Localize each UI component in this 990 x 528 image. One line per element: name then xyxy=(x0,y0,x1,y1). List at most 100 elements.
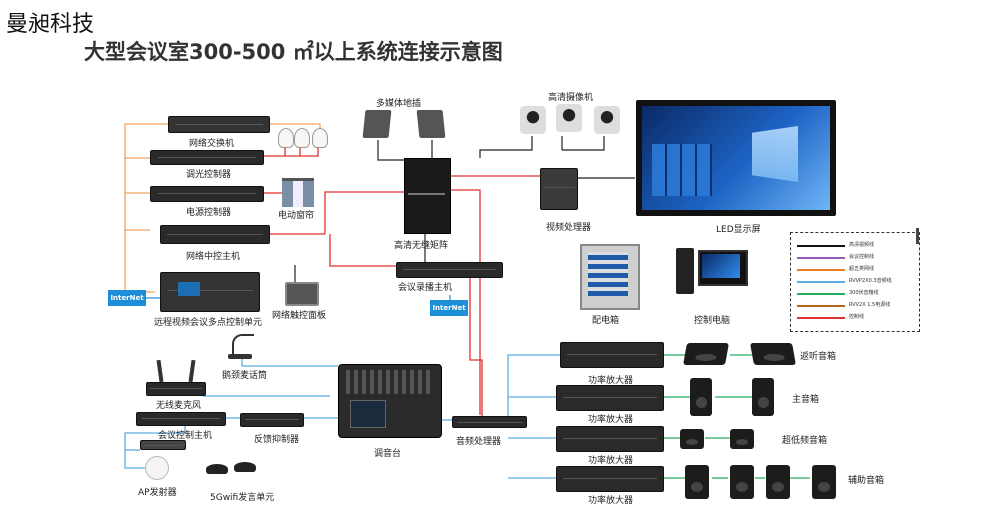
legend-swatch xyxy=(797,305,845,307)
amplifier-4-label: 功率放大器 xyxy=(588,496,634,506)
scrollbar-stub xyxy=(916,228,919,244)
recording-host-device xyxy=(396,262,503,278)
mixer-knobs xyxy=(346,370,434,394)
audio-lines xyxy=(124,354,560,479)
gooseneck-mic-label: 鹅颈麦话筒 xyxy=(222,371,268,381)
monitor-speaker-icon xyxy=(683,343,729,365)
amplifier-4-device xyxy=(556,466,664,492)
legend-text: 高清视频线 xyxy=(849,242,875,248)
subwoofer-icon xyxy=(680,429,704,449)
floor-box-icon xyxy=(416,110,446,138)
video-mcu-device xyxy=(160,272,260,312)
touch-panel-device xyxy=(285,282,319,306)
distribution-box-inner xyxy=(588,252,628,296)
control-pc-label: 控制电脑 xyxy=(694,316,731,326)
gooseneck-mic-icon xyxy=(232,334,254,358)
audio-processor-label: 音频处理器 xyxy=(456,437,502,447)
bulb-icon xyxy=(294,128,310,148)
legend-swatch xyxy=(797,281,845,283)
aux-speaker-icon xyxy=(766,465,790,499)
hd-matrix-device xyxy=(404,158,451,234)
page-title: 大型会议室300-500 ㎡以上系统连接示意图 xyxy=(84,40,503,64)
central-control-label: 网络中控主机 xyxy=(186,252,241,262)
video-mcu-label: 远程视频会议多点控制单元 xyxy=(154,318,263,328)
camera-icon xyxy=(594,106,620,134)
legend-text: RVV2X 1.5电源线 xyxy=(849,302,891,308)
curtain-label: 电动窗帘 xyxy=(278,211,315,221)
curtain-icon xyxy=(282,178,314,207)
monitor-speakers-label: 返听音箱 xyxy=(800,352,837,362)
legend-text: 300伏音箱线 xyxy=(849,290,879,296)
amplifier-3-device xyxy=(556,426,664,452)
aux-speaker-icon xyxy=(685,465,709,499)
internet-badge-left: InterNet xyxy=(108,290,146,306)
legend-row: RVVP2X0.3音频线 xyxy=(797,277,913,285)
hd-matrix-label: 高清无缝矩阵 xyxy=(394,241,449,251)
pc-monitor-screen xyxy=(702,254,740,278)
power-controller-device xyxy=(150,186,264,202)
recording-host-label: 会议录播主机 xyxy=(398,283,453,293)
led-screen-label: LED显示屏 xyxy=(716,225,761,235)
hd-cameras-label: 高清摄像机 xyxy=(548,93,594,103)
camera-icon xyxy=(556,104,582,132)
video-processor-label: 视频处理器 xyxy=(546,223,592,233)
amplifier-1-label: 功率放大器 xyxy=(588,376,634,386)
amplifier-2-label: 功率放大器 xyxy=(588,415,634,425)
speaker-lines xyxy=(662,354,810,479)
company-name: 曼昶科技 xyxy=(6,12,95,37)
legend-row: 控制线 xyxy=(797,313,913,321)
subwoofers-label: 超低频音箱 xyxy=(782,436,828,446)
legend-row: 超五类网线 xyxy=(797,265,913,273)
line-legend: 高清视频线 会议控制线 超五类网线 RVVP2X0.3音频线 300伏音箱线 R… xyxy=(790,232,920,332)
floor-box-icon xyxy=(362,110,392,138)
main-speaker-icon xyxy=(690,378,712,416)
bulb-icon xyxy=(312,128,328,148)
aux-speaker-icon xyxy=(812,465,836,499)
feedback-suppressor-label: 反馈抑制器 xyxy=(254,435,300,445)
internet-lines xyxy=(146,295,451,300)
internet-badge-center: InterNet xyxy=(430,300,468,316)
touch-panel-label: 网络触控面板 xyxy=(272,311,327,321)
legend-row: 高清视频线 xyxy=(797,241,913,249)
legend-swatch xyxy=(797,245,845,247)
network-switch-device xyxy=(168,116,270,133)
subwoofer-icon xyxy=(730,429,754,449)
camera-icon xyxy=(520,106,546,134)
aux-speakers-label: 辅助音箱 xyxy=(848,476,885,486)
legend-text: 会议控制线 xyxy=(849,254,875,260)
distribution-box-label: 配电箱 xyxy=(592,316,620,326)
wireless-mic-label: 无线麦克风 xyxy=(156,401,202,411)
wifi-unit-icon xyxy=(206,464,228,474)
ap-transmitter-label: AP发射器 xyxy=(138,488,177,498)
legend-swatch xyxy=(797,317,845,319)
main-speakers-label: 主音箱 xyxy=(792,395,820,405)
floor-box-label: 多媒体地插 xyxy=(376,99,422,109)
wifi-unit-icon xyxy=(234,462,256,472)
legend-row: RVV2X 1.5电源线 xyxy=(797,301,913,309)
power-controller-label: 电源控制器 xyxy=(186,208,232,218)
amplifier-3-label: 功率放大器 xyxy=(588,456,634,466)
legend-swatch xyxy=(797,257,845,259)
video-processor-device xyxy=(540,168,578,210)
mixer-screen xyxy=(350,400,386,428)
dimmer-controller-label: 调光控制器 xyxy=(186,170,232,180)
monitor-speaker-icon xyxy=(750,343,796,365)
legend-row: 300伏音箱线 xyxy=(797,289,913,297)
windows-logo-icon xyxy=(752,126,798,182)
main-speaker-icon xyxy=(752,378,774,416)
wifi-units-label: 5Gwifi发言单元 xyxy=(210,493,275,503)
conference-switch-device xyxy=(140,440,186,450)
ap-transmitter-icon xyxy=(145,456,169,480)
mixer-label: 调音台 xyxy=(374,449,402,459)
legend-swatch xyxy=(797,293,845,295)
dimmer-controller-device xyxy=(150,150,264,165)
central-control-device xyxy=(160,225,270,244)
hd-matrix-stripe xyxy=(408,193,445,195)
audio-processor-device xyxy=(452,416,527,428)
aux-speaker-icon xyxy=(730,465,754,499)
amplifier-1-device xyxy=(560,342,664,368)
amplifier-2-device xyxy=(556,385,664,411)
bulb-icon xyxy=(278,128,294,148)
legend-text: 超五类网线 xyxy=(849,266,875,272)
